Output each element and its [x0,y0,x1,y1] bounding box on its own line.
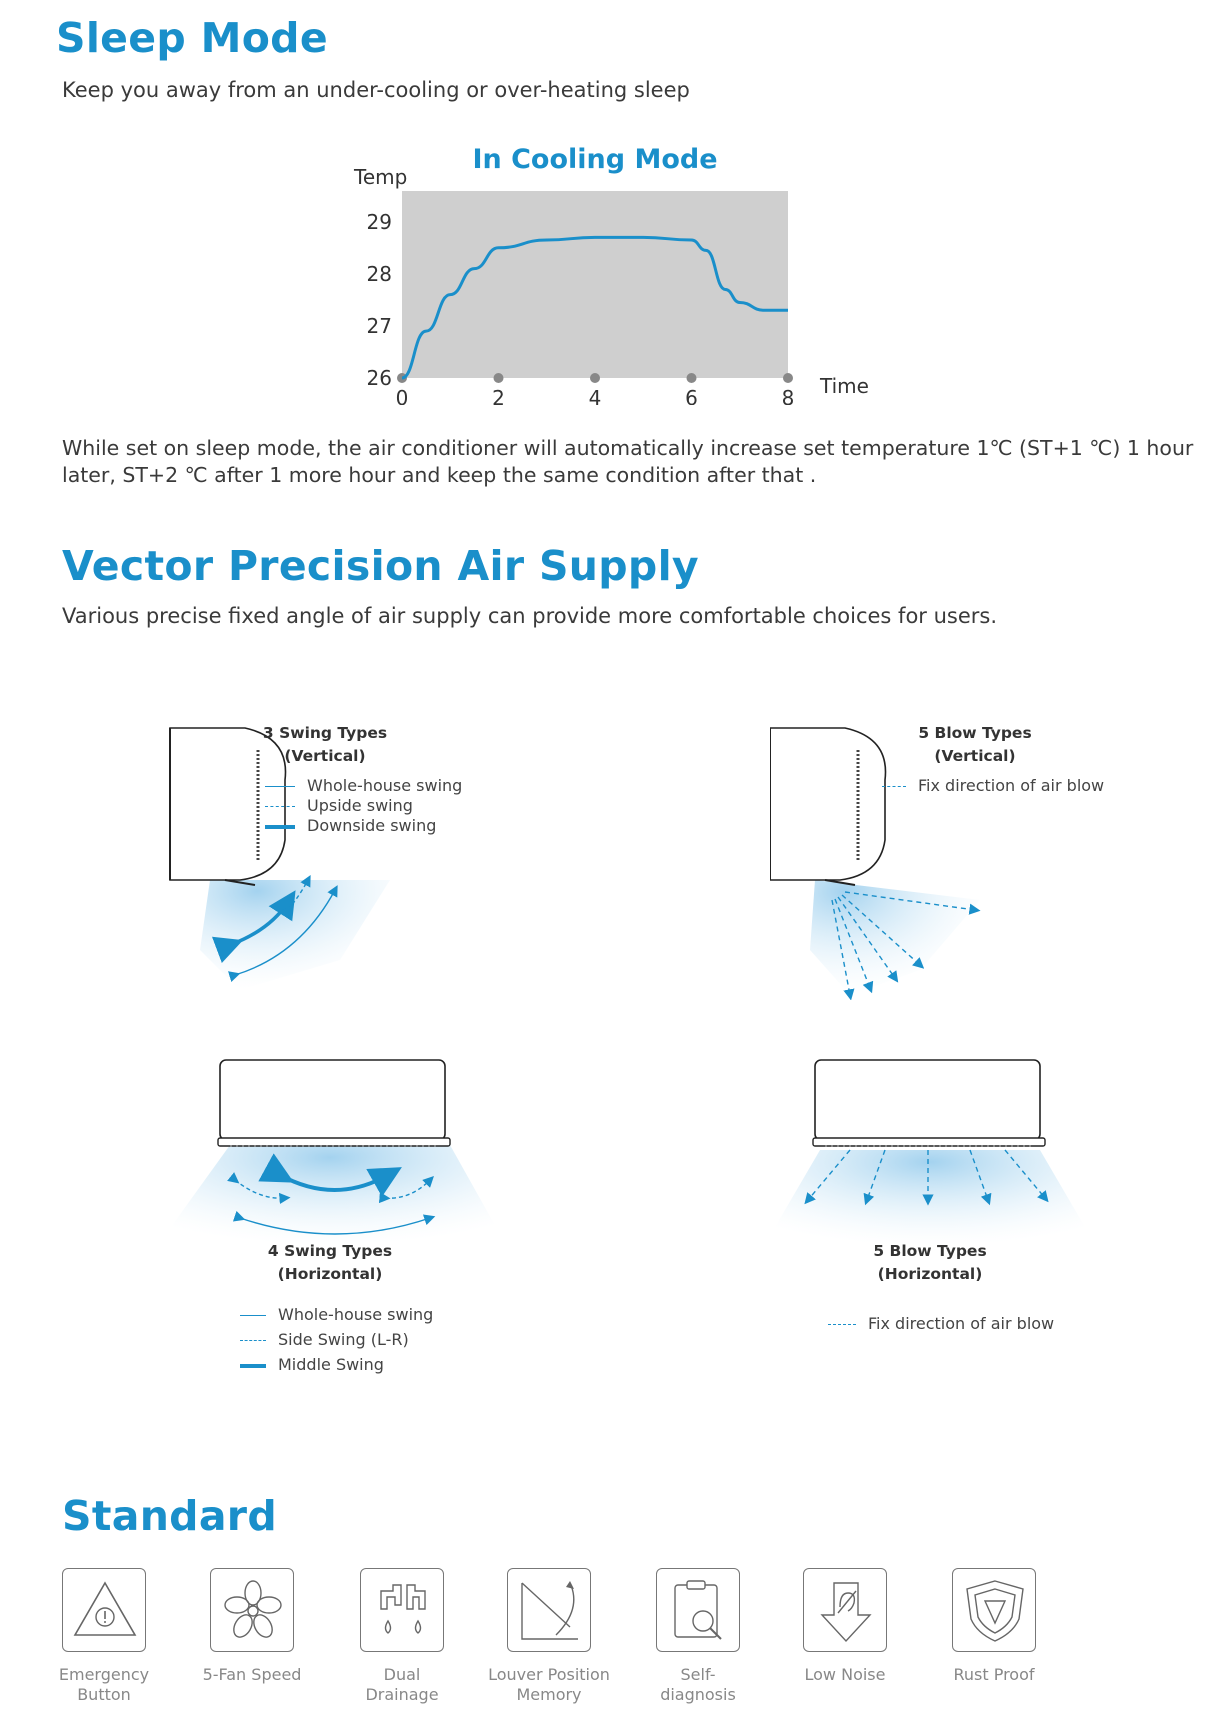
horizontal-swing-title-line1: 4 Swing Types [267,1242,393,1260]
drainage-icon [360,1568,444,1652]
chart-x-tick-dot [686,373,697,383]
legend-whole-house-swing-h: Whole-house swing [240,1305,433,1324]
legend-middle-swing: Middle Swing [240,1355,384,1374]
horizontal-blow-diagram: 5 Blow Types (Horizontal) Fix direction … [740,1050,1120,1350]
chart-x-tick-label: 0 [396,386,409,405]
feature-label-rust-proof: Rust Proof [953,1665,1035,1684]
standard-title: Standard [62,1492,277,1540]
vector-air-supply-subtitle: Various precise fixed angle of air suppl… [62,604,998,628]
vertical-blow-title: 5 Blow Types (Vertical) [900,722,1050,768]
legend-fix-direction-vertical: Fix direction of air blow [882,776,1104,795]
legend-whole-house-swing: Whole-house swing [265,776,462,795]
vertical-swing-title: 3 Swing Types (Vertical) [250,722,400,768]
horizontal-blow-illustration [750,1059,1110,1270]
diagnosis-icon [656,1568,740,1652]
horizontal-blow-title: 5 Blow Types (Horizontal) [850,1240,1010,1286]
chart-y-label: Temp [353,165,407,189]
louver-icon [507,1568,591,1652]
horizontal-swing-title-line2: (Horizontal) [277,1265,383,1283]
vertical-blow-diagram: 5 Blow Types (Vertical) Fix direction of… [769,720,1110,1001]
chart-x-tick-dot [783,373,793,383]
vertical-swing-title-line1: 3 Swing Types [262,724,388,742]
chart-x-tick-label: 8 [782,386,795,405]
vertical-swing-diagram: 3 Swing Types (Vertical) Whole-house swi… [160,720,490,990]
chart-x-tick-dot [493,373,504,383]
legend-upside-swing: Upside swing [265,796,413,815]
vertical-swing-title-line2: (Vertical) [284,747,366,765]
chart-x-tick-label: 4 [589,386,602,405]
chart-plot-area: 29 28 27 260 2 4 6 8 [367,191,795,410]
feature-label-low-noise: Low Noise [804,1665,886,1684]
horizontal-swing-title: 4 Swing Types (Horizontal) [250,1240,410,1286]
feature-label-fan-speed: 5-Fan Speed [202,1665,302,1684]
vector-air-supply-title: Vector Precision Air Supply [62,542,699,590]
sleep-mode-description: While set on sleep mode, the air conditi… [62,436,1194,487]
chart-x-label: Time [819,374,869,398]
chart-title: In Cooling Mode [472,144,717,175]
chart-plot-background [402,191,788,378]
feature-label-self-diagnosis: Self-diagnosis [660,1665,736,1704]
vertical-blow-title-line2: (Vertical) [934,747,1016,765]
legend-side-swing: Side Swing (L-R) [240,1330,409,1349]
sleep-chart-svg: In Cooling Mode Temp Time 29 28 27 260 2 4 6 8 [353,144,869,410]
chart-x-tick-label: 2 [492,386,505,405]
legend-downside-swing: Downside swing [265,816,436,835]
chart-series-line [401,235,788,380]
vertical-swing-illustration [169,727,390,990]
chart-x-tick-label: 6 [685,386,698,405]
horizontal-swing-illustration [140,1059,520,1270]
chart-y-tick-label: 28 [367,262,392,286]
low-noise-icon [803,1568,887,1652]
sleep-mode-subtitle: Keep you away from an under-cooling or o… [62,78,690,102]
emergency-warning-icon [62,1568,146,1652]
vertical-blow-title-line1: 5 Blow Types [918,724,1032,742]
horizontal-blow-title-line2: (Horizontal) [877,1265,983,1283]
sleep-mode-title: Sleep Mode [56,14,328,62]
chart-y-tick-label: 27 [367,314,392,338]
rust-proof-shield-icon [952,1568,1036,1652]
vertical-blow-illustration [769,727,981,1001]
legend-fix-direction-horizontal: Fix direction of air blow [828,1314,1054,1333]
chart-x-tick-dot [590,373,600,383]
horizontal-blow-title-line1: 5 Blow Types [873,1242,987,1260]
fan-icon [210,1568,294,1652]
chart-y-tick-label: 26 [367,366,392,390]
horizontal-swing-diagram: 4 Swing Types (Horizontal) Whole-house s… [140,1050,520,1380]
chart-y-tick-label: 29 [367,210,392,234]
